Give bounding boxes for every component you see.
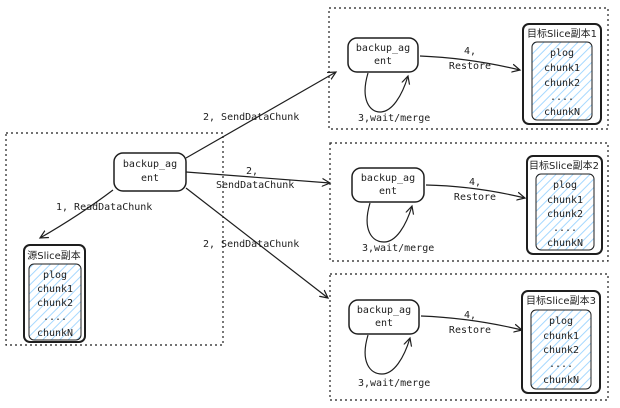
restore-arrow [420,315,522,330]
target-agent-label-line1: backup_ag [357,305,411,316]
chunk-item: plog [549,316,573,327]
chunk-item: .... [549,359,573,370]
read-label: 1, ReadDataChunk [56,202,152,213]
chunk-item: chunk2 [547,209,583,220]
restore-arrow [425,184,525,198]
restore-label-line2: Restore [454,192,496,203]
target-replica: 目标Slice副本1 plog chunk1 chunk2 .... chunk… [522,23,602,125]
target-dashed-frame [329,142,609,262]
wait-merge-loop [364,334,410,375]
target-agent-label-line2: ent [375,318,393,329]
target-replica-title: 目标Slice副本2 [529,159,599,172]
target-replica-title: 目标Slice副本1 [527,27,597,40]
source-replica-title: 源Slice副本 [27,249,81,262]
chunk-item: chunkN [547,238,583,249]
restore-label-line1: 4, [464,310,476,321]
send-arrows: 2, SendDataChunk 2, SendDataChunk 2, Sen… [185,72,336,298]
target-chunk-list [535,173,595,251]
target-agent-node: backup_ag ent [347,37,419,73]
wait-merge-label: 3,wait/merge [358,113,430,124]
target-group-3: backup_ag ent 3,wait/merge 4, Restore 目标… [329,273,609,401]
restore-arrow [419,55,520,70]
chunk-item: chunkN [37,328,73,339]
target-agent-label-line1: backup_ag [356,43,410,54]
target-agent-node: backup_ag ent [348,299,420,335]
target-chunk-list [530,309,592,390]
target-agent-node: backup_ag ent [351,167,425,203]
wait-merge-loop [364,72,408,113]
chunk-item: plog [553,180,577,191]
restore-label-line2: Restore [449,325,491,336]
chunk-item: plog [550,48,574,59]
source-agent-label-line2: ent [141,173,159,184]
source-replica: 源Slice副本 plog chunk1 chunk2 .... chunkN [23,244,86,343]
send-arrow-2 [185,171,330,183]
wait-merge-label: 3,wait/merge [362,243,434,254]
target-agent-label-line2: ent [374,56,392,67]
send-label-2-line2: SendDataChunk [216,180,294,191]
source-chunk-list [28,263,82,341]
chunk-item: chunk2 [37,298,73,309]
chunk-item: chunk2 [544,78,580,89]
send-label-3: 2, SendDataChunk [203,239,299,250]
send-arrow-1 [185,72,336,159]
wait-merge-label: 3,wait/merge [358,378,430,389]
source-dashed-frame [5,132,224,346]
chunk-item: .... [553,223,577,234]
target-group-2: backup_ag ent 3,wait/merge 4, Restore 目标… [329,142,609,262]
wait-merge-loop [366,202,412,243]
target-dashed-frame [329,273,609,401]
chunk-item: chunkN [543,375,579,386]
chunk-item: chunkN [544,107,580,118]
target-replica: 目标Slice副本3 plog chunk1 chunk2 .... chunk… [521,290,601,394]
source-agent-label-line1: backup_ag [123,159,177,170]
chunk-item: chunk1 [544,63,580,74]
target-replica: 目标Slice副本2 plog chunk1 chunk2 .... chunk… [526,155,603,255]
restore-label-line1: 4, [469,177,481,188]
restore-label-line1: 4, [464,46,476,57]
chunk-item: .... [550,92,574,103]
source-group: backup_ag ent 源Slice副本 plog chunk1 chunk… [5,132,224,346]
send-arrow-3 [185,187,328,298]
target-chunk-list [531,41,593,121]
send-label-1: 2, SendDataChunk [203,112,299,123]
chunk-item: plog [43,270,67,281]
source-agent-node: backup_ag ent [113,152,187,192]
target-replica-title: 目标Slice副本3 [526,294,596,307]
send-label-2-line1: 2, [246,166,258,177]
target-agent-label-line1: backup_ag [361,173,415,184]
chunk-item: chunk1 [37,284,73,295]
restore-label-line2: Restore [449,61,491,72]
chunk-item: chunk1 [543,331,579,342]
chunk-item: .... [43,312,67,323]
target-agent-label-line2: ent [379,186,397,197]
chunk-item: chunk1 [547,195,583,206]
chunk-item: chunk2 [543,345,579,356]
read-arrow [40,189,114,238]
target-group-1: backup_ag ent 3,wait/merge 4, Restore 目标… [328,7,609,130]
